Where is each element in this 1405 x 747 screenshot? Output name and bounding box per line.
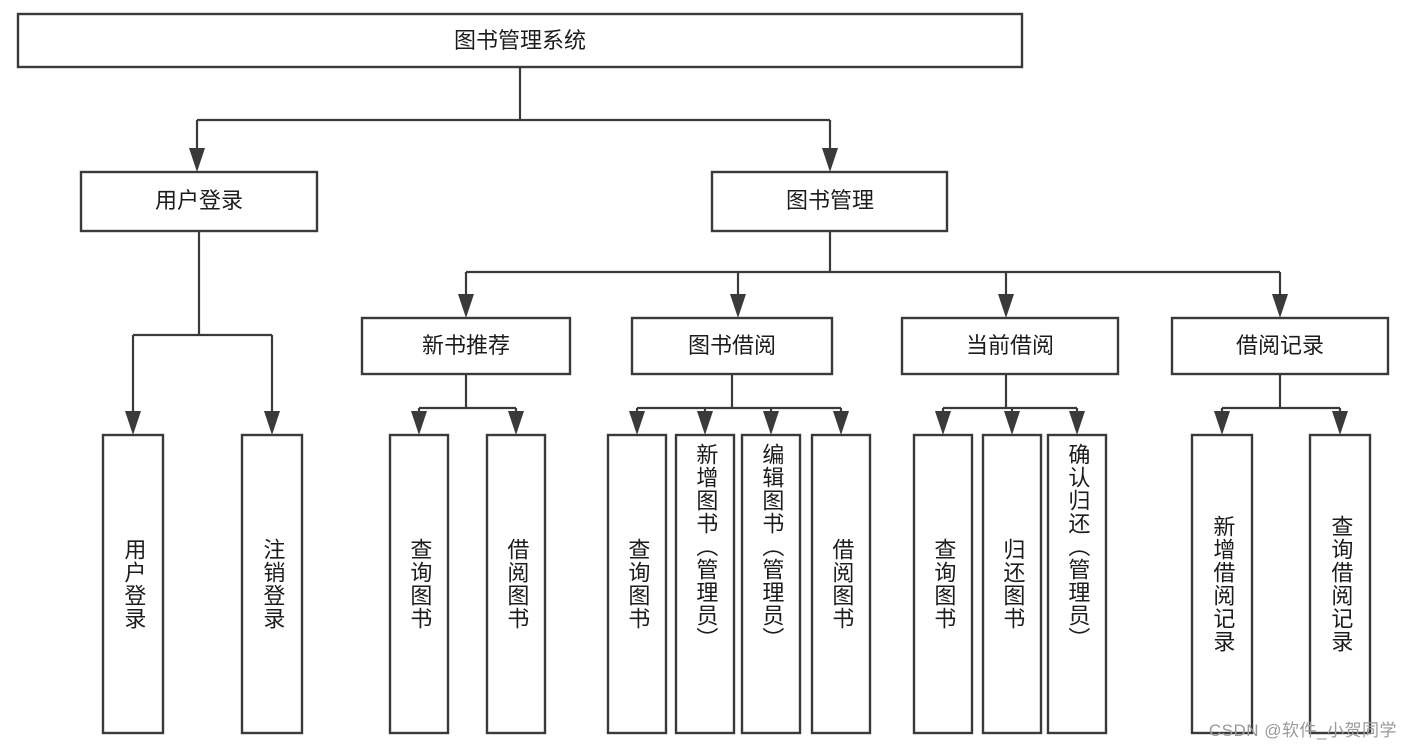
arrow-head-icon	[411, 411, 427, 435]
leaf-box-query-borrow-record[interactable]	[1308, 433, 1372, 735]
node-root-system[interactable]	[16, 12, 1024, 69]
arrow-head-icon	[458, 294, 474, 318]
node-current-borrow[interactable]	[900, 316, 1120, 376]
node-borrow-record-label: 借阅记录	[1236, 333, 1324, 358]
leaf-box-borrow-book-new[interactable]	[485, 433, 547, 735]
arrow-head-icon	[1214, 411, 1230, 435]
leaf-box-logout[interactable]	[240, 433, 304, 735]
node-new-book-recommend[interactable]	[360, 316, 572, 376]
connector-group-borrow-book	[629, 374, 849, 435]
leaf-box-confirm-return-admin[interactable]	[1046, 433, 1108, 735]
arrow-head-icon	[822, 148, 838, 172]
leaf-box-query-book-current[interactable]	[912, 433, 974, 735]
arrow-head-icon	[833, 411, 849, 435]
arrow-head-icon	[730, 294, 746, 318]
leaf-box-borrow-book[interactable]	[810, 433, 872, 735]
connector-group-new-book	[411, 374, 524, 435]
node-book-borrow-label: 图书借阅	[688, 333, 776, 358]
watermark-text: CSDN @软件_小贺同学	[1208, 721, 1397, 740]
connector-group-borrow-record	[1214, 374, 1348, 435]
arrow-head-icon	[1272, 294, 1288, 318]
node-current-borrow-label: 当前借阅	[966, 333, 1054, 358]
connector-group-user-login	[125, 231, 280, 435]
node-book-management[interactable]	[710, 170, 949, 233]
connector-group-root	[189, 67, 838, 172]
arrow-head-icon	[697, 411, 713, 435]
node-book-borrow[interactable]	[630, 316, 834, 376]
node-root-system-label: 图书管理系统	[454, 28, 586, 53]
arrow-head-icon	[264, 411, 280, 435]
connector-group-book-mgmt	[458, 231, 1288, 318]
leaf-box-query-book-borrow[interactable]	[606, 433, 668, 735]
node-borrow-record[interactable]	[1170, 316, 1390, 376]
node-book-management-label: 图书管理	[786, 188, 874, 213]
arrow-head-icon	[1332, 411, 1348, 435]
arrow-head-icon	[629, 411, 645, 435]
leaf-box-add-book-admin[interactable]	[674, 433, 736, 735]
connector-group-current-borrow	[935, 374, 1085, 435]
leaf-box-return-book[interactable]	[981, 433, 1043, 735]
arrow-head-icon	[1069, 411, 1085, 435]
arrow-head-icon	[508, 411, 524, 435]
node-new-book-recommend-label: 新书推荐	[422, 333, 510, 358]
leaf-box-add-borrow-record[interactable]	[1190, 433, 1254, 735]
node-user-login[interactable]	[79, 170, 319, 233]
leaf-box-user-login[interactable]	[101, 433, 165, 735]
arrow-head-icon	[1004, 411, 1020, 435]
arrow-head-icon	[763, 411, 779, 435]
leaf-box-edit-book-admin[interactable]	[740, 433, 802, 735]
arrow-head-icon	[189, 148, 205, 172]
arrow-head-icon	[125, 411, 141, 435]
node-user-login-label: 用户登录	[155, 188, 243, 213]
arrow-head-icon	[998, 294, 1014, 318]
leaf-box-query-book-new[interactable]	[388, 433, 450, 735]
arrow-head-icon	[935, 411, 951, 435]
